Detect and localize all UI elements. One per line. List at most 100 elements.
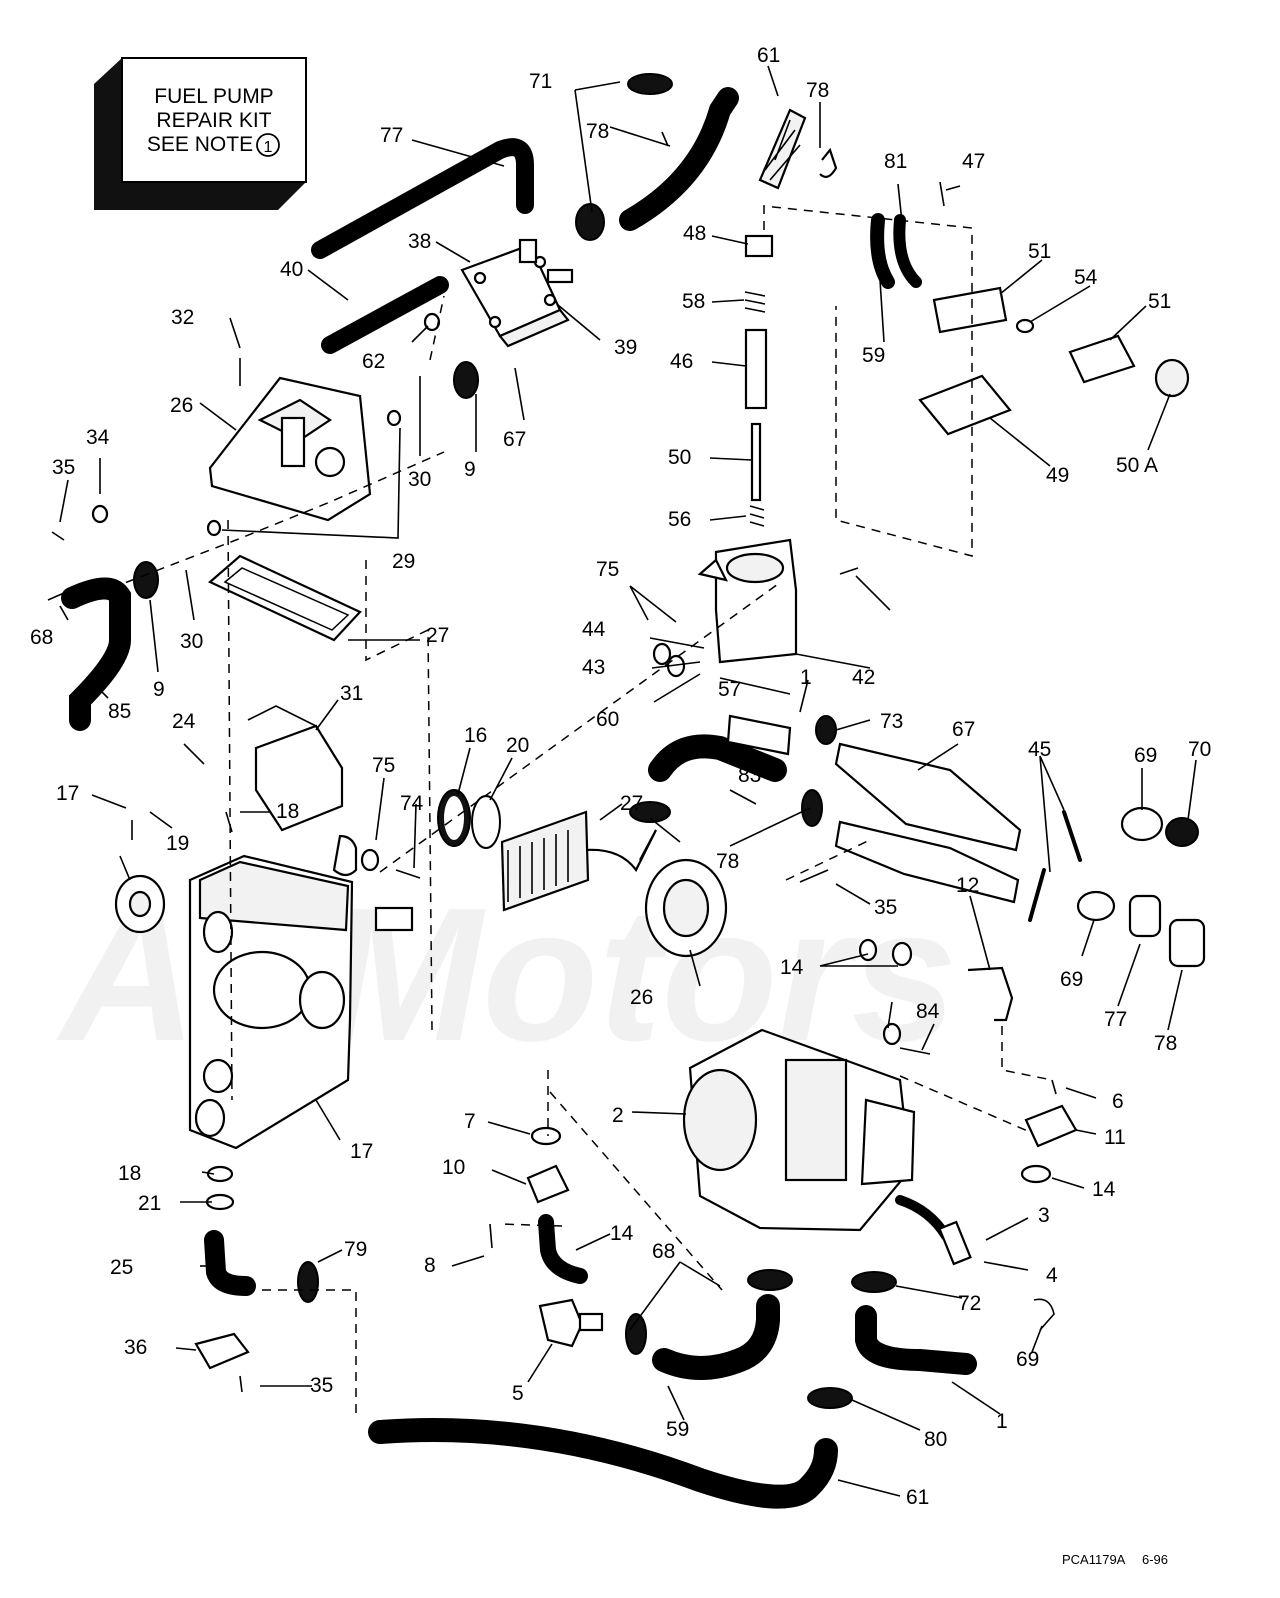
callout-label: 78: [806, 79, 829, 102]
callout-label: 29: [392, 550, 415, 573]
callout-label: 31: [340, 682, 363, 705]
callout-label: 46: [670, 350, 693, 373]
callout-label: 8: [424, 1254, 436, 1277]
callout-label: 18: [118, 1162, 141, 1185]
callout-label: 69: [1134, 744, 1157, 767]
kit-title-line2: REPAIR KIT: [156, 109, 271, 132]
callout-label: 72: [958, 1292, 981, 1315]
callout-label: 56: [668, 508, 691, 531]
callout-label: 35: [52, 456, 75, 479]
callout-label: 35: [874, 896, 897, 919]
callout-label: 1: [996, 1410, 1008, 1433]
callout-label: 85: [108, 700, 131, 723]
callout-label: 45: [1028, 738, 1051, 761]
callout-label: 10: [442, 1156, 465, 1179]
leader-lines: [59, 65, 1197, 1497]
callout-label: 2: [612, 1104, 624, 1127]
repair-kit-box: FUEL PUMP REPAIR KIT SEE NOTE 1: [94, 57, 307, 210]
callout-label: 50 A: [1116, 454, 1158, 477]
callout-label: 83: [738, 764, 761, 787]
callout-label: 68: [30, 626, 53, 649]
callout-label: 60: [596, 708, 619, 731]
callout-label: 35: [310, 1374, 333, 1397]
callout-label: 27: [426, 624, 449, 647]
callout-label: 80: [924, 1428, 947, 1451]
callout-label: 58: [682, 290, 705, 313]
callout-label: 57: [718, 678, 741, 701]
figure-code: PCA1179A 6-96: [1062, 1552, 1168, 1567]
callout-label: 20: [506, 734, 529, 757]
callout-label: 24: [172, 710, 196, 733]
callout-label: 50: [668, 446, 691, 469]
callout-label: 26: [630, 986, 653, 1009]
callout-label: 14: [1092, 1178, 1116, 1201]
callout-label: 14: [610, 1222, 634, 1245]
callout-label: 59: [666, 1418, 689, 1441]
callout-label: 77: [380, 124, 403, 147]
callout-label: 71: [529, 70, 552, 93]
callout-label: 47: [962, 150, 985, 173]
callout-label: 61: [906, 1486, 929, 1509]
callout-label: 3: [1038, 1204, 1050, 1227]
callout-label: 77: [1104, 1008, 1127, 1031]
kit-title-line1: FUEL PUMP: [154, 85, 273, 108]
callout-label: 78: [1154, 1032, 1177, 1055]
callout-label: 44: [582, 618, 606, 641]
kit-title-line3: SEE NOTE: [147, 133, 253, 156]
callout-label: 14: [780, 956, 804, 979]
callout-label: 62: [362, 350, 385, 373]
callout-label: 54: [1074, 266, 1098, 289]
callout-label: 18: [276, 800, 299, 823]
callout-label: 27: [620, 792, 643, 815]
callout-label: 6: [1112, 1090, 1124, 1113]
callout-label: 30: [180, 630, 203, 653]
callout-label: 69: [1016, 1348, 1039, 1371]
callout-label: 84: [916, 1000, 940, 1023]
callout-label: 21: [138, 1192, 161, 1215]
callout-label: 19: [166, 832, 189, 855]
callout-label: 79: [344, 1238, 367, 1261]
callout-label: 59: [862, 344, 885, 367]
callout-label: 1: [800, 666, 812, 689]
callout-label: 11: [1104, 1126, 1126, 1149]
callout-label: 75: [372, 754, 395, 777]
callout-label: 16: [464, 724, 487, 747]
callout-label: 74: [400, 792, 424, 815]
callout-label: 26: [170, 394, 193, 417]
callout-label: 81: [884, 150, 907, 173]
callout-label: 51: [1148, 290, 1171, 313]
callout-label: 17: [56, 782, 79, 805]
callout-label: 43: [582, 656, 605, 679]
callout-label: 67: [952, 718, 975, 741]
callout-label: 25: [110, 1256, 133, 1279]
callout-label: 34: [86, 426, 110, 449]
callout-label: 67: [503, 428, 526, 451]
callout-label: 68: [652, 1240, 675, 1263]
callout-label: 5: [512, 1382, 524, 1405]
callout-label: 4: [1046, 1264, 1058, 1287]
assembly-lines: [95, 205, 1053, 1420]
callout-label: 73: [880, 710, 903, 733]
callout-label: 30: [408, 468, 431, 491]
callout-label: 12: [956, 874, 979, 897]
callout-label: 17: [350, 1140, 373, 1163]
callout-label: 42: [852, 666, 875, 689]
figure-code-id: PCA1179A: [1062, 1552, 1126, 1567]
callout-label: 69: [1060, 968, 1083, 991]
callout-label: 49: [1046, 464, 1069, 487]
callout-label: 48: [683, 222, 706, 245]
callout-labels: 71 61 78 78 77 81 47 38 48 51 40 54 58 5…: [30, 44, 1211, 1509]
callout-label: 38: [408, 230, 431, 253]
figure-code-date: 6-96: [1142, 1552, 1168, 1567]
callout-label: 36: [124, 1336, 147, 1359]
callout-label: 9: [464, 458, 476, 481]
parts: [47, 73, 1206, 1509]
callout-label: 78: [716, 850, 739, 873]
callout-label: 70: [1188, 738, 1211, 761]
callout-label: 7: [464, 1110, 476, 1133]
callout-label: 78: [586, 120, 609, 143]
kit-note-number: 1: [264, 139, 273, 156]
callout-label: 32: [171, 306, 194, 329]
callout-label: 51: [1028, 240, 1051, 263]
